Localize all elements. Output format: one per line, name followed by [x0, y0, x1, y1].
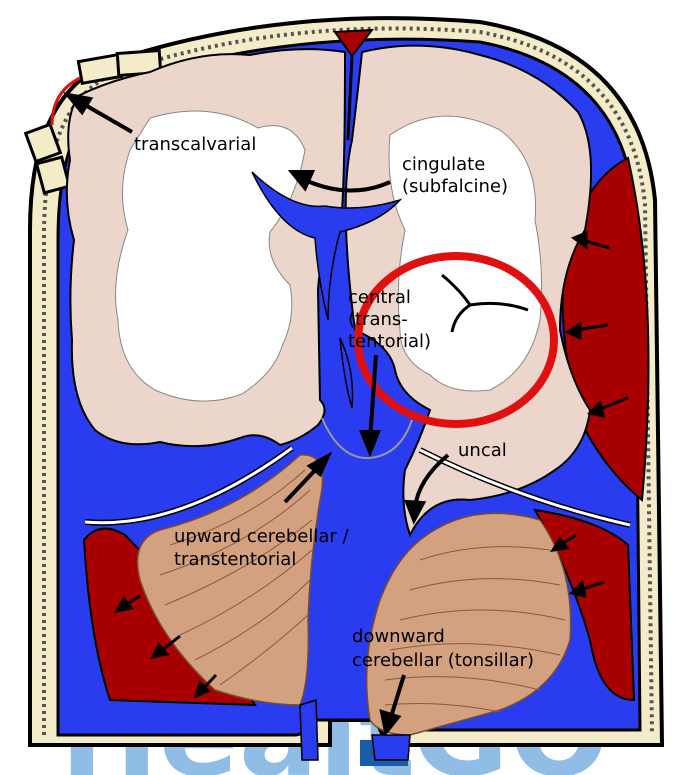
foramen-magnum-right	[372, 735, 410, 760]
spinal-canal	[300, 700, 318, 760]
label-tentorial: tentorial)	[348, 331, 431, 352]
label-transcalvarial: transcalvarial	[134, 134, 256, 155]
label-downward: downward	[352, 626, 445, 647]
label-upward-transtentorial: transtentorial	[174, 549, 296, 570]
label-subfalcine: (subfalcine)	[402, 176, 508, 197]
label-cingulate: cingulate	[402, 154, 485, 175]
label-uncal: uncal	[458, 440, 507, 461]
label-cerebellar-tonsillar: cerebellar (tonsillar)	[352, 650, 534, 671]
label-trans: (trans-	[348, 309, 408, 330]
label-upward: upward cerebellar /	[174, 526, 350, 547]
label-central: central	[348, 287, 411, 308]
